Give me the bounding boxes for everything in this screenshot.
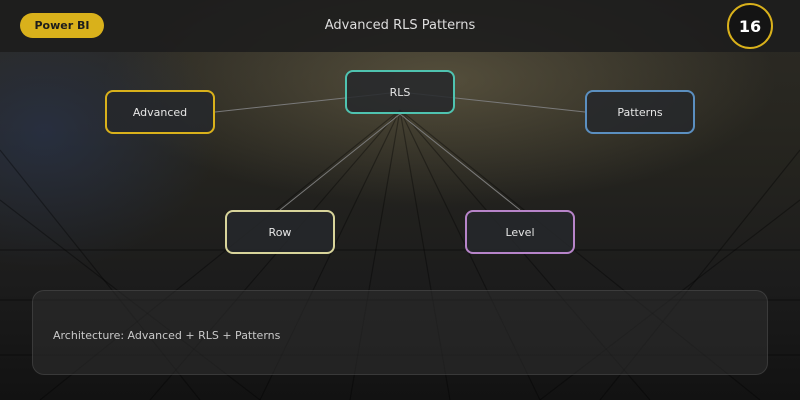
node-label: Patterns [617,105,663,119]
node-patterns[interactable]: Patterns [585,90,695,134]
node-label: Level [505,225,535,239]
node-level[interactable]: Level [465,210,575,254]
brand-badge[interactable]: Power BI [20,13,104,38]
node-label: Row [268,225,292,239]
edge-rls-row [279,113,401,211]
node-advanced[interactable]: Advanced [105,90,215,134]
background-haze [0,40,220,270]
edge-rls-level [399,113,521,211]
node-label: Advanced [132,105,188,119]
page-number-badge: 16 [727,3,773,49]
top-bar: Power BI Advanced RLS Patterns 16 [0,0,800,52]
caption-text: Architecture: Advanced + RLS + Patterns [53,329,281,342]
node-row[interactable]: Row [225,210,335,254]
node-rls[interactable]: RLS [345,70,455,114]
caption-panel: Architecture: Advanced + RLS + Patterns [32,290,768,375]
page-title: Advanced RLS Patterns [324,18,476,33]
node-label: RLS [389,85,411,99]
